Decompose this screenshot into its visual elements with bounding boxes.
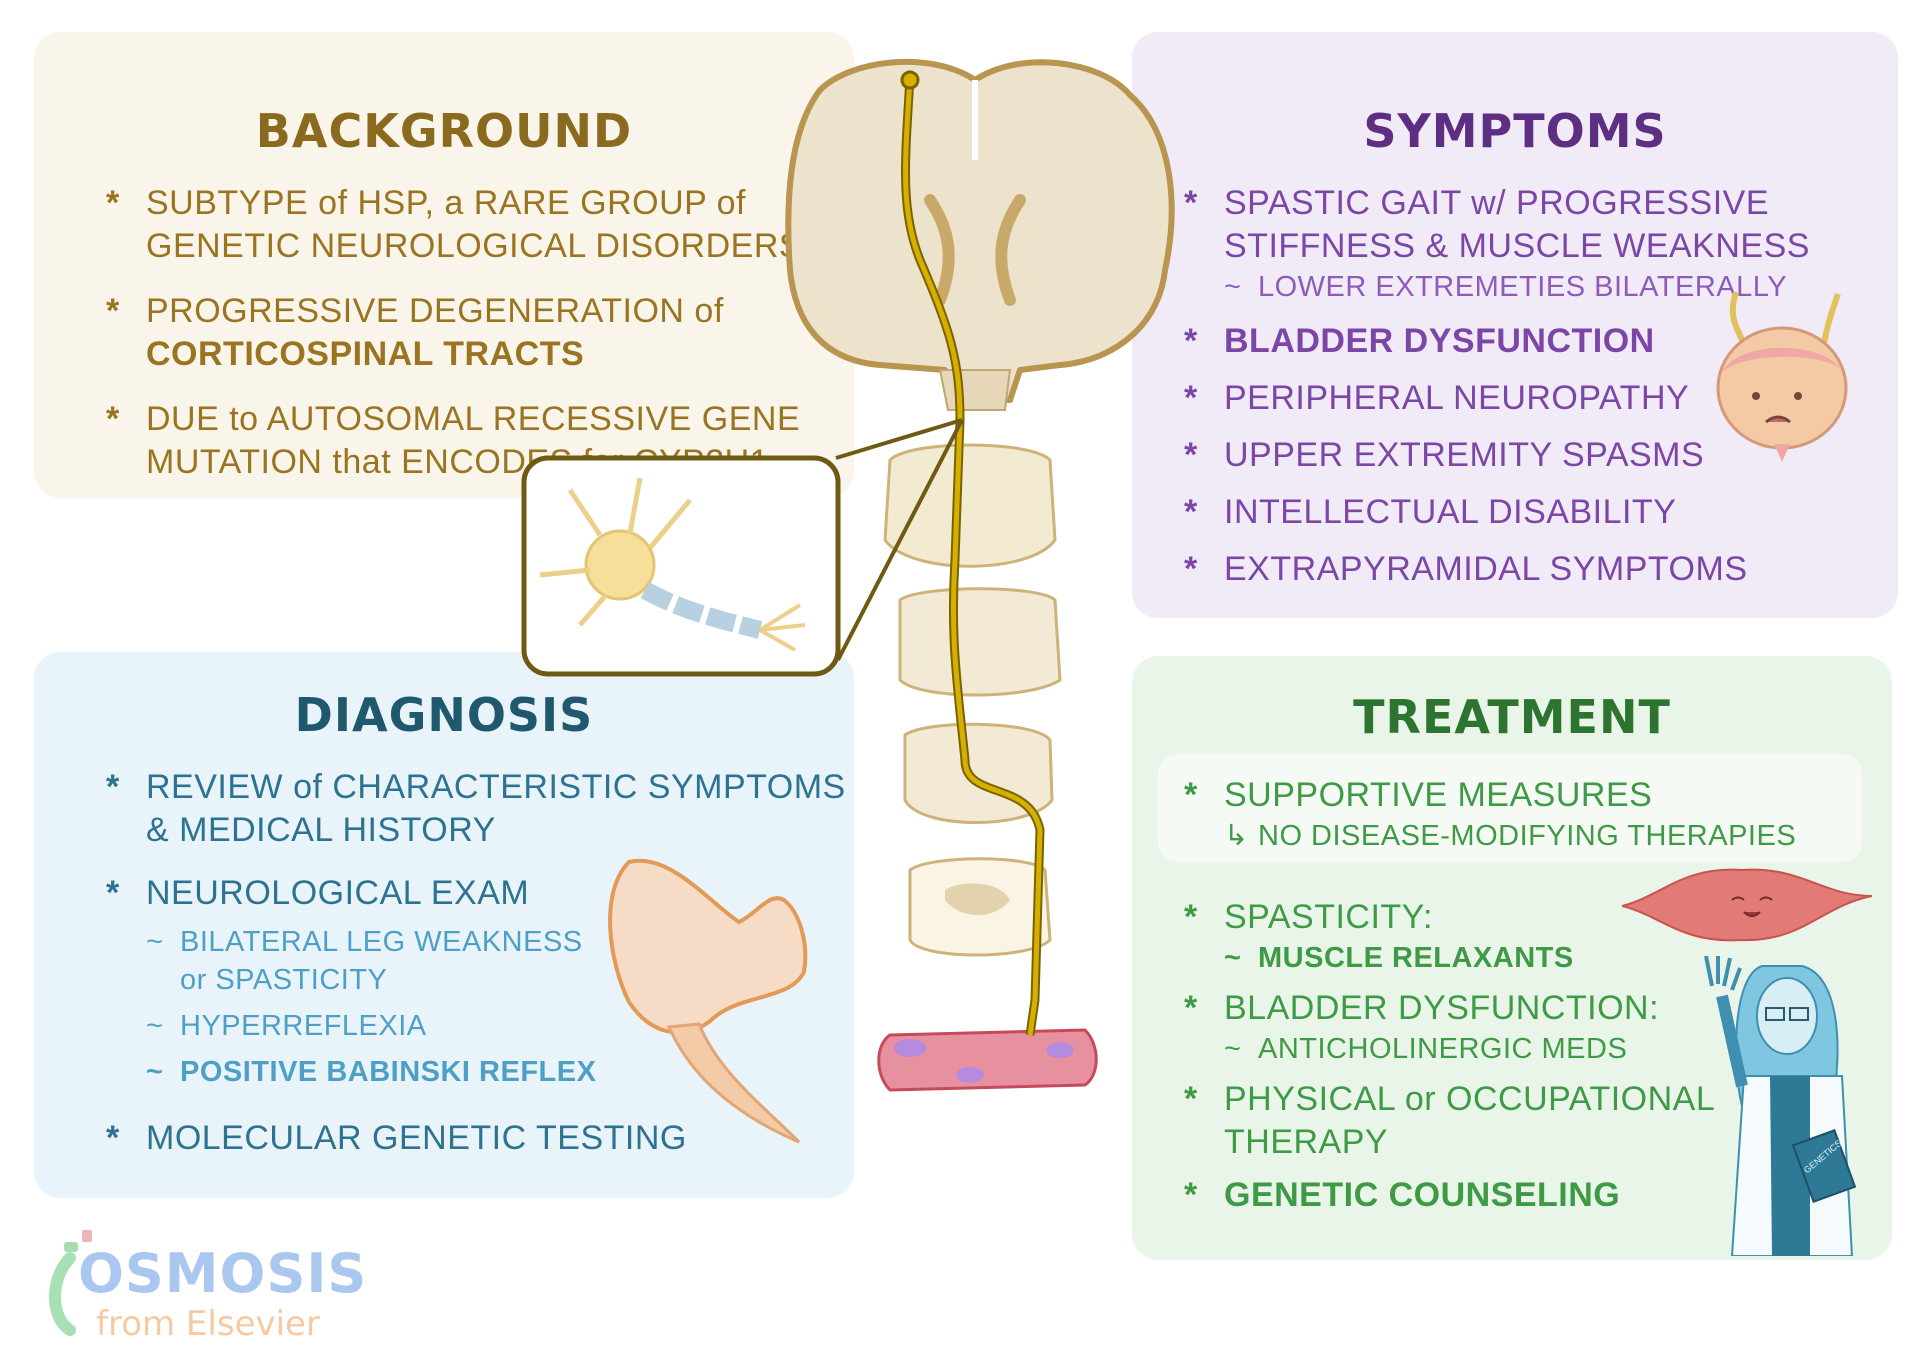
- list-item: * GENETIC COUNSELING: [1184, 1174, 1874, 1217]
- emphasis: CORTICOSPINAL TRACTS: [146, 335, 585, 373]
- bullet-star: *: [1184, 1080, 1198, 1118]
- list-item: * PROGRESSIVE DEGENERATION of CORTICOSPI…: [106, 292, 724, 373]
- list-item: * NEUROLOGICAL EXAM ~BILATERAL LEG WEAKN…: [106, 872, 866, 1091]
- bullet-star: *: [1184, 989, 1198, 1027]
- list-item: * EXTRAPYRAMIDAL SYMPTOMS: [1184, 548, 1884, 591]
- list-item: * INTELLECTUAL DISABILITY: [1184, 491, 1884, 534]
- diagnosis-panel: DIAGNOSIS * REVIEW of CHARACTERISTIC SYM…: [34, 652, 854, 1198]
- logo-tagline: from Elsevier: [96, 1304, 320, 1344]
- list-item: * SPASTIC GAIT w/ PROGRESSIVE STIFFNESS …: [1184, 182, 1884, 306]
- list-item: * SUBTYPE of HSP, a RARE GROUP of GENETI…: [106, 184, 803, 265]
- sub-item: ~BILATERAL LEG WEAKNESS or SPASTICITY: [146, 926, 583, 996]
- instructor-character: GENETICS: [1704, 956, 1857, 1256]
- neuron-inset: [521, 455, 841, 677]
- bullet-star: *: [106, 768, 120, 806]
- logo-name: OSMOSIS: [78, 1242, 368, 1305]
- muscle-fiber-icon: [877, 1028, 1098, 1092]
- treatment-highlight-list: * SUPPORTIVE MEASURES ↳NO DISEASE-MODIFY…: [1184, 774, 1874, 865]
- sub-item: ~ANTICHOLINERGIC MEDS: [1224, 1033, 1628, 1065]
- treatment-title: TREATMENT: [1353, 690, 1671, 744]
- spinal-cord-segment-icon: [883, 443, 1062, 957]
- sub-item: ~LOWER EXTREMETIES BILATERALLY: [1224, 271, 1788, 303]
- list-item: * SPASTICITY: ~MUSCLE RELAXANTS: [1184, 896, 1874, 977]
- background-panel: BACKGROUND * SUBTYPE of HSP, a RARE GROU…: [34, 32, 854, 498]
- bullet-star: *: [106, 1119, 120, 1157]
- diagnosis-title: DIAGNOSIS: [294, 688, 594, 742]
- logo-arc-icon: [49, 1230, 92, 1336]
- diagnosis-list: * REVIEW of CHARACTERISTIC SYMPTOMS & ME…: [106, 766, 866, 1180]
- sub-item: ~HYPERREFLEXIA: [146, 1010, 427, 1042]
- bullet-star: *: [1184, 322, 1198, 360]
- list-item: * PHYSICAL or OCCUPATIONAL THERAPY: [1184, 1080, 1714, 1161]
- bullet-star: *: [106, 184, 120, 222]
- bullet-star: *: [1184, 898, 1198, 936]
- list-item: * BLADDER DYSFUNCTION: ~ANTICHOLINERGIC …: [1184, 987, 1874, 1068]
- sub-item: ~MUSCLE RELAXANTS: [1224, 942, 1574, 974]
- osmosis-logo: OSMOSIS from Elsevier: [40, 1218, 366, 1348]
- list-item: * MOLECULAR GENETIC TESTING: [106, 1117, 866, 1160]
- bullet-star: *: [1184, 493, 1198, 531]
- highlight-box: [1158, 754, 1862, 862]
- background-title: BACKGROUND: [255, 104, 633, 158]
- list-item: * UPPER EXTREMITY SPASMS: [1184, 434, 1884, 477]
- bullet-star: *: [106, 400, 120, 438]
- bullet-star: *: [1184, 436, 1198, 474]
- list-item: * PERIPHERAL NEUROPATHY: [1184, 377, 1884, 420]
- sub-item: ~POSITIVE BABINSKI REFLEX: [146, 1056, 597, 1088]
- relaxed-muscle-icon: [1622, 868, 1872, 942]
- symptoms-panel: SYMPTOMS * SPASTIC GAIT w/ PROGRESSIVE S…: [1132, 32, 1898, 618]
- bullet-star: *: [106, 874, 120, 912]
- bullet-star: *: [1184, 550, 1198, 588]
- list-item: * BLADDER DYSFUNCTION: [1184, 320, 1884, 363]
- arrow-icon: ↳: [1224, 820, 1249, 852]
- treatment-list: * SPASTICITY: ~MUSCLE RELAXANTS * BLADDE…: [1184, 896, 1874, 1227]
- sub-item: ↳NO DISEASE-MODIFYING THERAPIES: [1224, 817, 1874, 855]
- bullet-star: *: [106, 292, 120, 330]
- foot-babinski-icon: [608, 858, 808, 1144]
- bullet-star: *: [1184, 776, 1198, 814]
- bullet-star: *: [1184, 1176, 1198, 1214]
- tract-origin-dot: [900, 70, 920, 90]
- treatment-panel: TREATMENT * SUPPORTIVE MEASURES ↳NO DISE…: [1132, 656, 1892, 1260]
- list-item: * REVIEW of CHARACTERISTIC SYMPTOMS & ME…: [106, 768, 846, 849]
- brain-coronal-section-icon: [785, 58, 1175, 411]
- symptoms-title: SYMPTOMS: [1363, 104, 1667, 158]
- list-item: * SUPPORTIVE MEASURES ↳NO DISEASE-MODIFY…: [1184, 774, 1874, 855]
- bullet-star: *: [1184, 379, 1198, 417]
- bullet-star: *: [1184, 184, 1198, 222]
- symptoms-list: * SPASTIC GAIT w/ PROGRESSIVE STIFFNESS …: [1184, 182, 1884, 605]
- worried-bladder-icon: [1716, 292, 1848, 462]
